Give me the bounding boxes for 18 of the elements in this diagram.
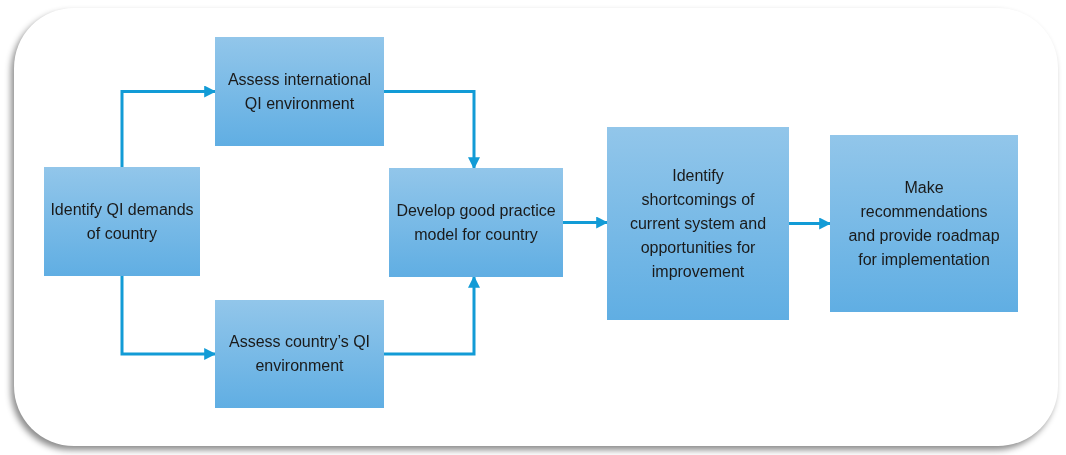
box-text: Identify QI demands of country xyxy=(50,199,194,244)
arrow xyxy=(384,275,480,356)
arrow xyxy=(120,276,217,360)
box-text: Make recommendations and provide roadmap for implementation xyxy=(848,177,1000,270)
process-box xyxy=(830,135,1018,312)
arrow xyxy=(384,90,480,170)
process-box xyxy=(607,127,789,320)
process-box xyxy=(215,37,384,146)
box-text: Assess country’s QI environment xyxy=(227,332,372,376)
arrow xyxy=(563,216,609,229)
process-box xyxy=(389,168,563,277)
process-box xyxy=(44,167,200,276)
box-text: Assess international QI environment xyxy=(226,69,373,114)
box-text: Develop good practice model for country xyxy=(395,200,557,245)
process-box xyxy=(215,300,384,408)
box-text: Identify shortcomings of current system and opportunities for improvement xyxy=(628,165,768,282)
arrow xyxy=(789,217,832,230)
arrow xyxy=(120,85,217,167)
